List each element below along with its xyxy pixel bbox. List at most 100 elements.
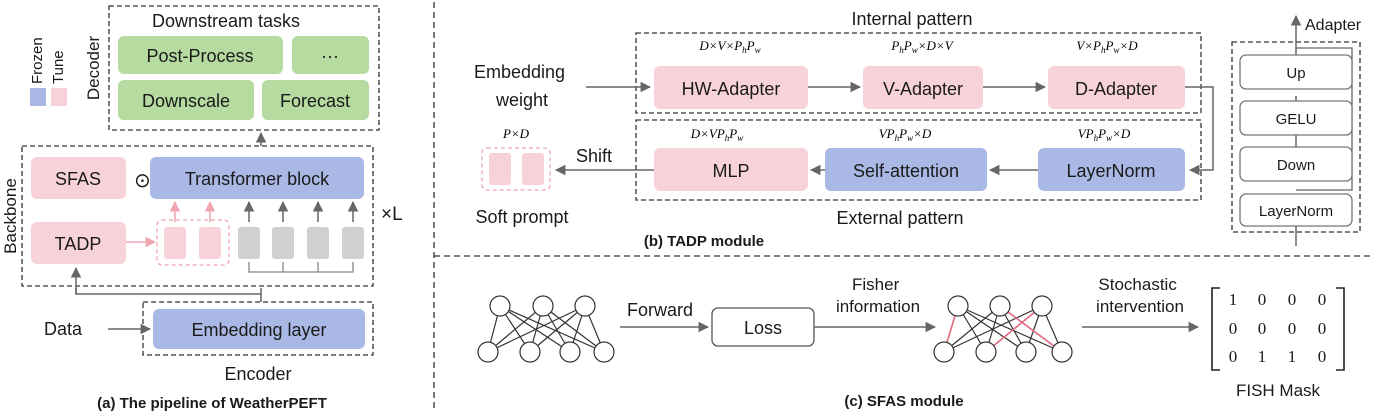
backbone-box (21, 145, 374, 287)
adapter-gelu-label: GELU (1276, 111, 1317, 128)
dim-prompt: P×D (502, 126, 530, 141)
dim-v: PhPw×D×V (890, 38, 954, 55)
task-label-forecast: Forecast (280, 91, 350, 111)
times-l: ×L (381, 204, 403, 225)
task-label-more: ··· (321, 46, 339, 66)
mask-cell: 0 (1318, 319, 1327, 338)
soft-prompt-token (522, 153, 544, 185)
legend-frozen-swatch (30, 88, 46, 106)
dim-mlp: D×VPhPw (690, 126, 744, 143)
dim-hw: D×V×PhPw (698, 38, 760, 55)
external-pattern-box (635, 119, 1202, 201)
caption-a: (a) The pipeline of WeatherPEFT (97, 395, 327, 412)
mlp-label: MLP (712, 161, 749, 181)
downstream-title: Downstream tasks (152, 11, 300, 31)
stochastic-label: Stochastic intervention (1096, 275, 1184, 316)
task-box-more (292, 36, 369, 74)
hw-adapter-label: HW-Adapter (682, 79, 781, 99)
transformer-label: Transformer block (185, 169, 330, 189)
legend-tune-swatch (51, 88, 67, 106)
panel-c: Forward Loss Fisher information (477, 275, 1345, 410)
internal-pattern-title: Internal pattern (851, 9, 972, 29)
tadp-box (31, 222, 126, 264)
legend-frozen: Frozen (29, 37, 46, 84)
caption-c: (c) SFAS module (844, 393, 963, 410)
soft-prompt-token (489, 153, 511, 185)
fish-mask-label: FISH Mask (1236, 381, 1321, 400)
dim-sa: VPhPw×D (879, 126, 932, 143)
soft-prompt-group (481, 147, 551, 191)
forward-label: Forward (627, 300, 693, 320)
dim-ln: VPhPw×D (1078, 126, 1131, 143)
adapter-title: Adapter (1305, 17, 1362, 34)
adapter-down-label: Down (1277, 157, 1315, 174)
mask-cell: 0 (1288, 290, 1297, 309)
task-box-downscale (118, 80, 254, 120)
caption-b: (b) TADP module (644, 233, 764, 250)
decoder-box (108, 5, 380, 131)
d-adapter-box (1048, 66, 1185, 109)
adapter-gelu-box (1239, 100, 1353, 136)
task-label-postprocess: Post-Process (146, 46, 253, 66)
legend-tune: Tune (50, 50, 67, 84)
v-adapter-label: V-Adapter (883, 79, 963, 99)
panel-b: Internal pattern External pattern Embedd… (474, 9, 1362, 250)
data-label: Data (44, 319, 83, 339)
layernorm-label: LayerNorm (1066, 161, 1155, 181)
shift-label: Shift (576, 146, 612, 166)
task-box-forecast (262, 80, 369, 120)
layernorm-box (1038, 148, 1185, 191)
prompt-token-group (156, 219, 230, 266)
odot-symbol: ⊙ (134, 170, 151, 192)
mask-cell: 1 (1288, 347, 1297, 366)
network-after (933, 295, 1073, 363)
adapter-layernorm-label: LayerNorm (1259, 203, 1333, 220)
panel-a: Decoder Downstream tasks Post-Process ··… (1, 5, 403, 412)
backbone-label: Backbone (1, 178, 20, 254)
adapter-down-box (1239, 146, 1353, 182)
task-box-postprocess (118, 36, 283, 74)
loss-label: Loss (744, 318, 782, 338)
sfas-box (31, 157, 126, 199)
mask-cell: 0 (1318, 290, 1327, 309)
mask-cell: 1 (1229, 290, 1238, 309)
adapter-up-box (1239, 54, 1353, 90)
d-adapter-label: D-Adapter (1075, 79, 1157, 99)
adapter-layernorm-box (1239, 193, 1353, 227)
mlp-box (654, 148, 808, 191)
fisher-label: Fisher information (836, 275, 920, 316)
embedding-weight-label: Embedding weight (474, 62, 570, 110)
mask-cell: 0 (1229, 319, 1238, 338)
fish-mask-matrix: 1 0 0 0 0 0 0 0 0 1 1 0 (1211, 287, 1345, 371)
decoder-label: Decoder (84, 36, 103, 101)
mask-cell: 0 (1258, 319, 1267, 338)
network-before (477, 295, 615, 363)
transformer-box (150, 157, 364, 199)
internal-pattern-box (635, 32, 1202, 114)
mask-cell: 0 (1229, 347, 1238, 366)
self-attention-label: Self-attention (853, 161, 959, 181)
hw-adapter-box (654, 66, 808, 109)
dim-d: V×PhPw×D (1076, 38, 1138, 55)
frozen-token (238, 227, 260, 259)
external-pattern-title: External pattern (836, 208, 963, 228)
mask-cell: 0 (1258, 290, 1267, 309)
self-attention-box (825, 148, 987, 191)
sfas-label: SFAS (55, 169, 101, 189)
prompt-token (199, 227, 221, 259)
tadp-label: TADP (55, 234, 102, 254)
mask-cell: 1 (1258, 347, 1267, 366)
embedding-layer-box (153, 309, 365, 349)
adapter-up-label: Up (1286, 65, 1305, 82)
embedding-layer-label: Embedding layer (191, 320, 326, 340)
v-adapter-box (863, 66, 983, 109)
frozen-token (342, 227, 364, 259)
frozen-token (307, 227, 329, 259)
frozen-token (272, 227, 294, 259)
soft-prompt-label: Soft prompt (475, 207, 568, 227)
task-label-downscale: Downscale (142, 91, 230, 111)
mask-cell: 0 (1288, 319, 1297, 338)
mask-cell: 0 (1318, 347, 1327, 366)
prompt-token (164, 227, 186, 259)
